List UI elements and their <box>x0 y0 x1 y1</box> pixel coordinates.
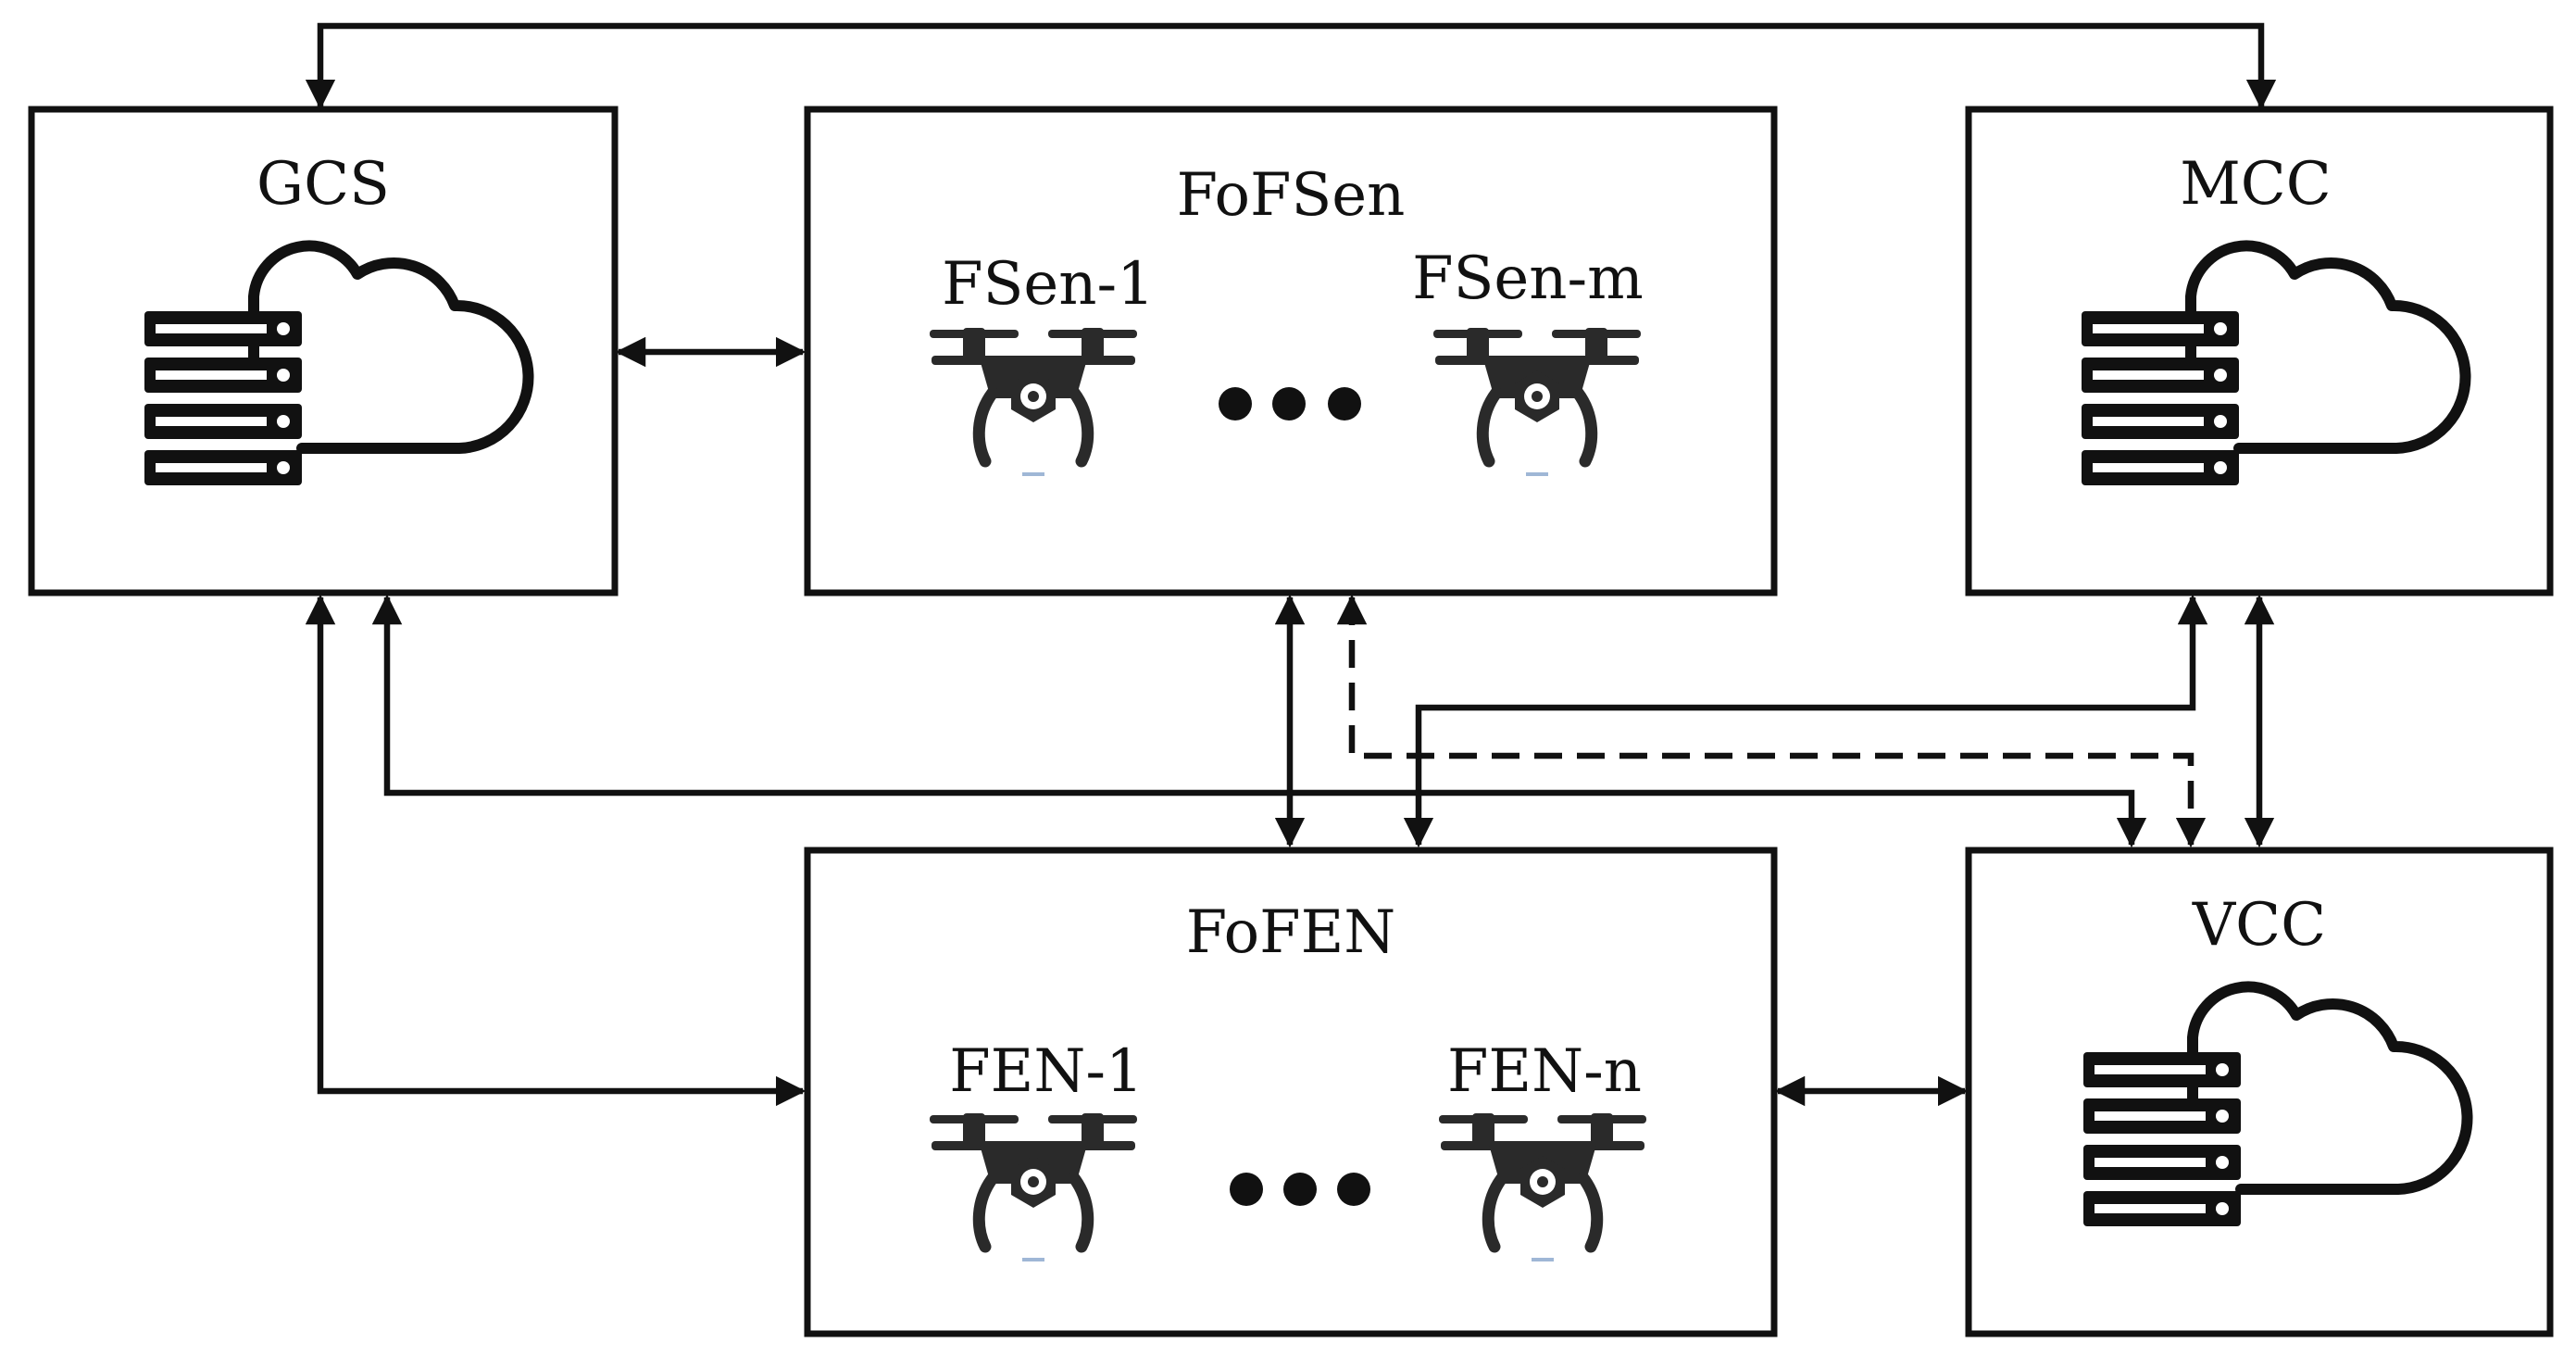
node-fofsen: FoFSen FSen-1 FSen-m <box>804 106 1778 596</box>
drone-fsen-m-label: FSen-m <box>1412 245 1644 313</box>
node-fofen-label: FoFEN <box>1186 898 1396 967</box>
node-vcc-label: VCC <box>2192 891 2326 960</box>
connector-gcs-fofen <box>305 594 807 1107</box>
node-gcs: GCS <box>28 106 619 596</box>
ellipsis-icon <box>1230 1173 1370 1206</box>
drone-fsen-1-label: FSen-1 <box>942 250 1155 319</box>
connector-fofen-mcc <box>1403 594 2208 848</box>
node-fofsen-label: FoFSen <box>1177 161 1406 230</box>
connectors <box>305 22 2277 1107</box>
ellipsis-icon <box>1219 387 1361 420</box>
connector-gcs-mcc <box>305 22 2277 110</box>
node-fofen: FoFEN FEN-1 FEN-n <box>804 847 1778 1337</box>
drone-fen-1-label: FEN-1 <box>949 1037 1143 1106</box>
drone-fen-n-label: FEN-n <box>1447 1037 1642 1106</box>
node-mcc-label: MCC <box>2180 150 2331 219</box>
connector-gcs-vcc <box>371 594 2147 848</box>
node-mcc: MCC <box>1965 106 2554 596</box>
node-vcc: VCC <box>1965 847 2554 1337</box>
connector-fofsen-vcc-dashed <box>1336 594 2207 848</box>
node-gcs-label: GCS <box>256 150 390 219</box>
